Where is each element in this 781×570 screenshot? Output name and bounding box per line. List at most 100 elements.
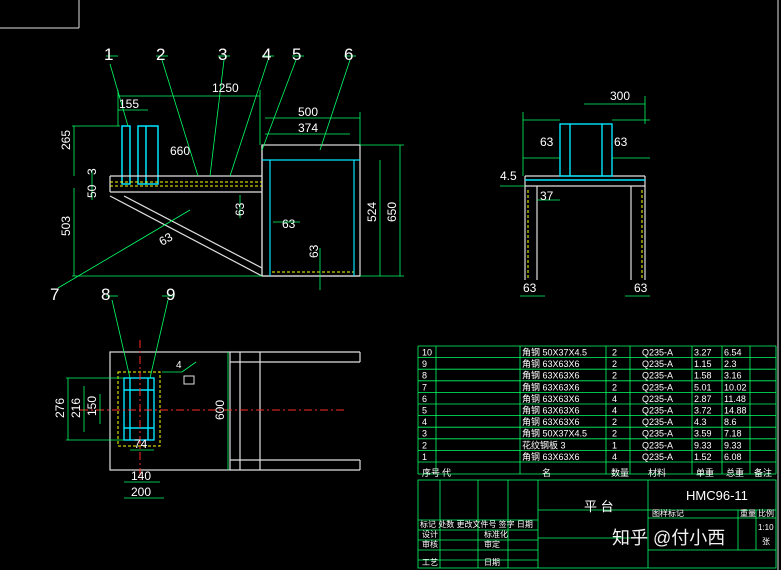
bom-cell-mat: Q235-A: [642, 382, 673, 392]
bom-cell-unit: 4.3: [694, 417, 707, 427]
bom-cell-total: 14.88: [724, 406, 747, 416]
dim-74: 74: [134, 437, 148, 451]
callout-9: 9: [166, 285, 175, 304]
dim-4-5: 4.5: [500, 169, 517, 183]
dim-276: 276: [53, 398, 67, 418]
dim-216: 216: [69, 398, 83, 418]
dim-600: 600: [213, 400, 227, 420]
callout-2: 2: [156, 45, 165, 64]
bom-cell-qty: 1: [612, 440, 617, 450]
bom-header-material: 材料: [648, 467, 666, 478]
bom-cell-name: 角钢 63X63X6: [522, 416, 580, 427]
bom-cell-no: 10: [422, 348, 432, 358]
bom-cell-name: 角钢 50X37X4.5: [522, 428, 587, 439]
dim-63-bottom-left: 63: [523, 281, 537, 295]
dim-265: 265: [59, 130, 73, 150]
bom-header-unit: 单重: [696, 467, 714, 478]
bom-cell-name: 角钢 50X37X4.5: [522, 347, 587, 358]
bom-cell-mat: Q235-A: [642, 348, 673, 358]
callout-3: 3: [218, 45, 227, 64]
weight-label: 重量: [740, 508, 756, 518]
bom-header-code: 代: [442, 468, 451, 478]
callout-7: 7: [50, 285, 59, 304]
title-block: 平 台 HMC96-11 图样标记 重量 比例 1:10 张 标记 处数 更改文…: [417, 479, 777, 569]
side-outline: [524, 175, 646, 280]
bom-cell-qty: 2: [612, 417, 617, 427]
plan-dim-lines: [66, 295, 229, 499]
check-label: 审核: [422, 539, 438, 549]
bom-cell-name: 角钢 63X63X6: [522, 393, 580, 404]
dim-63-d: 63: [307, 244, 321, 258]
callout-8: 8: [101, 285, 110, 304]
bom-cell-name: 角钢 63X63X6: [522, 405, 580, 416]
dim-155: 155: [119, 97, 139, 111]
dim-140: 140: [131, 469, 151, 483]
design-label: 设计: [422, 529, 438, 539]
craft-label: 工艺: [422, 558, 438, 567]
bom-cell-total: 9.33: [724, 440, 742, 450]
side-dim-lines: [500, 96, 650, 297]
bom-cell-mat: Q235-A: [642, 429, 673, 439]
dim-1250: 1250: [212, 81, 239, 95]
bom-cell-mat: Q235-A: [642, 359, 673, 369]
front-dim-text: 155 1250 660 500 374 265 3 50 503 63 63 …: [59, 81, 399, 258]
callout-6: 6: [344, 45, 353, 64]
dim-660: 660: [170, 144, 190, 158]
bom-cell-mat: Q235-A: [642, 406, 673, 416]
bom-cell-unit: 1.52: [694, 452, 712, 462]
front-deck: [109, 144, 361, 277]
bom-cell-name: 角钢 63X63X6: [522, 370, 580, 381]
bom-cell-mat: Q235-A: [642, 440, 673, 450]
bom-cell-qty: 2: [612, 429, 617, 439]
dim-63-a: 63: [233, 202, 247, 216]
bom-cell-total: 11.48: [724, 394, 746, 404]
dim-650: 650: [385, 202, 399, 222]
callout-4: 4: [262, 45, 271, 64]
sheet-label: 张: [762, 537, 770, 546]
front-cyan-edges: [262, 159, 360, 276]
dim-63-left: 63: [540, 135, 554, 149]
bom-cell-name: 花纹钢板 3: [522, 439, 566, 450]
bom-cell-total: 7.18: [724, 429, 742, 439]
dim-63-c: 63: [157, 230, 176, 249]
standardization-label: 标准化: [484, 529, 508, 539]
drawing-title: 平 台: [584, 499, 614, 514]
side-cyan: [525, 123, 645, 181]
bom-cell-total: 6.08: [724, 452, 742, 462]
bom-header-no: 序号: [422, 467, 440, 478]
bom-cell-no: 5: [422, 406, 427, 416]
revision-labels: 标记 处数 更改文件号 签字 日期: [420, 519, 533, 529]
bom-cell-total: 10.02: [724, 382, 747, 392]
bom-header-name: 名: [542, 467, 551, 478]
bom-cell-qty: 4: [612, 394, 617, 404]
bom-cell-unit: 3.72: [694, 406, 712, 416]
dim-63-b: 63: [282, 217, 296, 231]
dim-150: 150: [85, 396, 99, 416]
bom-cell-name: 角钢 63X63X6: [522, 358, 580, 369]
drawing-number: HMC96-11: [686, 488, 748, 503]
callout-1: 1: [104, 45, 113, 64]
side-view: 300 63 63 4.5 37 63 63: [500, 89, 650, 297]
bom-cell-qty: 4: [612, 452, 617, 462]
bom-cell-no: 3: [422, 429, 427, 439]
bom-header-note: 备注: [754, 467, 772, 478]
bom-cell-name: 角钢 63X63X6: [522, 381, 580, 392]
bom-cell-mat: Q235-A: [642, 394, 673, 404]
bom-cell-unit: 1.15: [694, 359, 712, 369]
dim-524: 524: [365, 202, 379, 222]
bom-cell-mat: Q235-A: [642, 371, 673, 381]
bom-cell-no: 8: [422, 371, 427, 381]
bom-cell-no: 6: [422, 394, 427, 404]
bom-cell-unit: 2.87: [694, 394, 712, 404]
bom-cell-mat: Q235-A: [642, 452, 673, 462]
dim-63-bottom-right: 63: [634, 281, 648, 295]
bom-cell-total: 8.6: [724, 417, 737, 427]
front-dim-lines: [72, 90, 404, 290]
weld-symbol: [183, 375, 195, 385]
bom-cell-no: 1: [422, 452, 427, 462]
plan-dim-text: 4 276 216 150 74 140 200 600: [53, 360, 227, 499]
front-callout-leaders: [57, 55, 356, 289]
